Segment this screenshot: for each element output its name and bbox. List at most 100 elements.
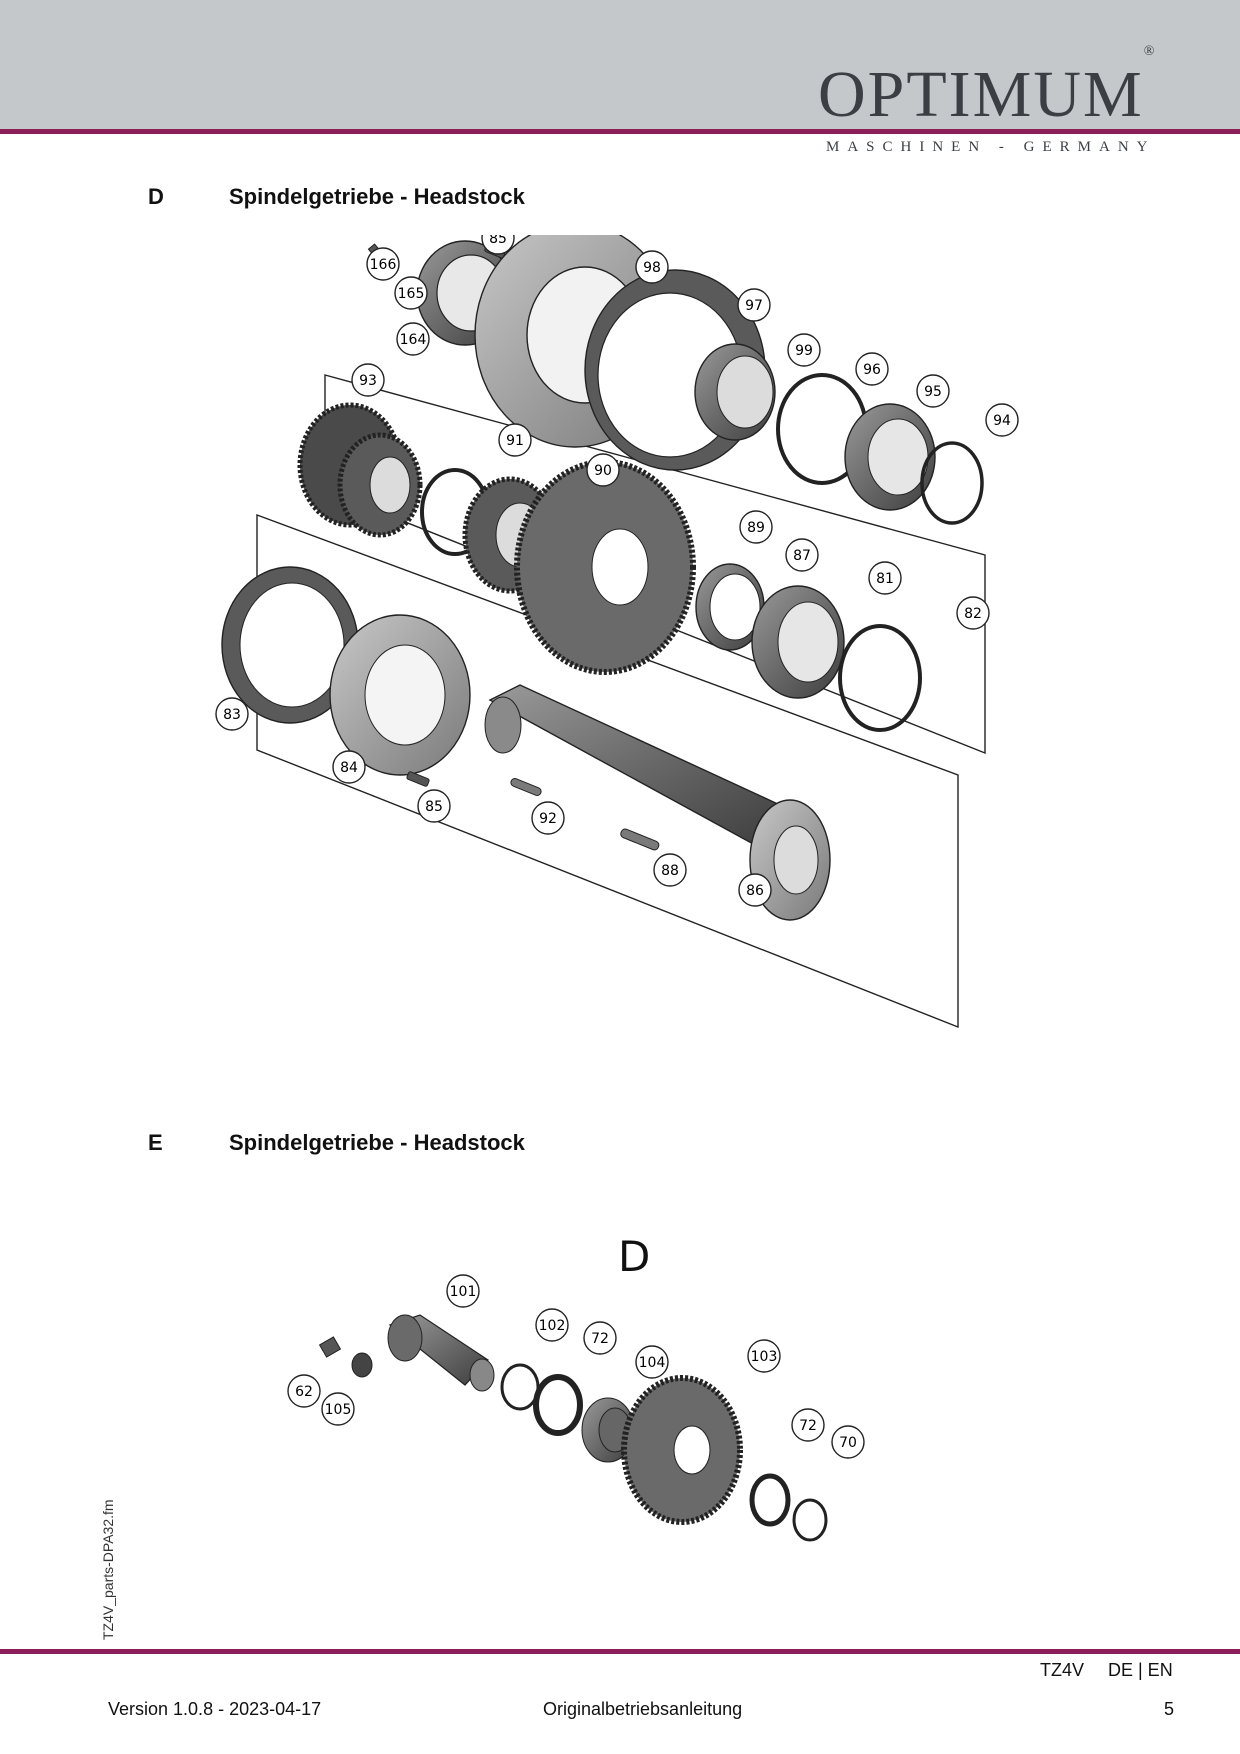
part-101-shaft — [387, 1314, 495, 1392]
callout-89: 89 — [739, 510, 773, 544]
footer-rule — [0, 1649, 1240, 1654]
callout-101: 101 — [446, 1274, 480, 1308]
svg-text:98: 98 — [643, 260, 661, 276]
header-band — [0, 0, 1240, 131]
footer-document-title: Originalbetriebsanleitung — [543, 1699, 743, 1719]
part-88-key — [620, 828, 660, 851]
figure-label-d: D — [618, 1235, 650, 1281]
callout-97: 97 — [737, 288, 771, 322]
side-filename: TZ4V_parts-DPA32.fm — [100, 1499, 116, 1640]
optimum-logo: OPTIMUM® — [818, 45, 1154, 128]
part-92-key — [510, 778, 542, 796]
headstock-exploded-drawing-e: D 101 102 72 104 103 62 105 72 70 — [287, 1235, 865, 1542]
svg-text:102: 102 — [539, 1318, 566, 1334]
svg-text:94: 94 — [993, 413, 1011, 429]
callout-88: 88 — [653, 853, 687, 887]
footer-languages: DE | EN — [1108, 1660, 1173, 1680]
section-e-letter: E — [148, 1130, 163, 1155]
svg-text:103: 103 — [751, 1349, 778, 1365]
part-105-washer — [351, 1352, 373, 1378]
svg-text:70: 70 — [839, 1435, 857, 1451]
callout-95: 95 — [916, 374, 950, 408]
callout-91: 91 — [498, 423, 532, 457]
logo-subtitle: MASCHINEN - GERMANY — [826, 139, 1156, 155]
section-e-title: Spindelgetriebe - Headstock — [229, 1130, 525, 1155]
callout-83: 83 — [215, 697, 249, 731]
callout-99: 99 — [787, 333, 821, 367]
callout-102: 102 — [535, 1308, 569, 1342]
svg-text:89: 89 — [747, 520, 765, 536]
callout-82: 82 — [956, 596, 990, 630]
svg-text:101: 101 — [450, 1284, 477, 1300]
part-83-gasket — [221, 566, 359, 724]
part-84-flange — [329, 614, 471, 776]
svg-text:72: 72 — [799, 1418, 817, 1434]
svg-text:164: 164 — [400, 332, 427, 348]
part-99-bearing-sleeve — [694, 343, 776, 441]
callout-72-right: 72 — [791, 1408, 825, 1442]
callout-165: 165 — [394, 276, 428, 310]
part-62-screw — [318, 1336, 342, 1358]
part-85-screw — [406, 771, 430, 787]
callout-85-bottom: 85 — [417, 789, 451, 823]
headstock-exploded-drawing-d: C 166 85 98 165 164 97 99 93 96 95 94 91… — [215, 235, 1019, 1029]
callout-94: 94 — [985, 403, 1019, 437]
callout-98: 98 — [635, 250, 669, 284]
svg-text:165: 165 — [398, 286, 425, 302]
part-72-ring-right — [749, 1473, 791, 1527]
svg-text:93: 93 — [359, 373, 377, 389]
header-rule — [0, 129, 1240, 134]
svg-text:99: 99 — [795, 343, 813, 359]
callout-93: 93 — [351, 363, 385, 397]
callout-166: 166 — [366, 247, 400, 281]
callout-85-top: 85 — [481, 235, 515, 255]
callout-70: 70 — [831, 1425, 865, 1459]
svg-text:85: 85 — [425, 799, 443, 815]
svg-text:104: 104 — [639, 1355, 666, 1371]
page-number: 5 — [1164, 1699, 1175, 1719]
part-103-gear — [621, 1375, 743, 1525]
svg-text:83: 83 — [223, 707, 241, 723]
svg-text:84: 84 — [340, 760, 358, 776]
part-104-bushing — [581, 1397, 635, 1463]
part-89-gear — [514, 459, 696, 675]
callout-92: 92 — [531, 801, 565, 835]
svg-text:97: 97 — [745, 298, 763, 314]
callout-104: 104 — [635, 1345, 669, 1379]
section-d-title: Spindelgetriebe - Headstock — [229, 184, 525, 209]
part-93-double-gear — [297, 402, 423, 538]
part-102-circlip — [500, 1363, 540, 1411]
svg-text:96: 96 — [863, 362, 881, 378]
svg-text:95: 95 — [924, 384, 942, 400]
logo-text: OPTIMUM — [818, 58, 1144, 131]
svg-text:88: 88 — [661, 863, 679, 879]
callout-84: 84 — [332, 750, 366, 784]
svg-text:105: 105 — [325, 1402, 352, 1418]
svg-text:86: 86 — [746, 883, 764, 899]
part-70-circlip — [792, 1498, 828, 1542]
callout-87: 87 — [785, 538, 819, 572]
logo-registered-mark: ® — [1143, 44, 1155, 59]
svg-text:87: 87 — [793, 548, 811, 564]
part-87-ring — [695, 563, 765, 651]
part-94-circlip — [920, 441, 984, 525]
svg-text:166: 166 — [370, 257, 397, 273]
callout-86: 86 — [738, 873, 772, 907]
callout-103: 103 — [747, 1339, 781, 1373]
svg-text:81: 81 — [876, 571, 894, 587]
callout-90: 90 — [586, 453, 620, 487]
svg-text:72: 72 — [591, 1331, 609, 1347]
callout-72-left: 72 — [583, 1321, 617, 1355]
svg-text:91: 91 — [506, 433, 524, 449]
footer-model: TZ4V — [1040, 1660, 1085, 1680]
part-95-bearing — [844, 403, 936, 511]
callout-96: 96 — [855, 352, 889, 386]
callout-62: 62 — [287, 1374, 321, 1408]
svg-text:82: 82 — [964, 606, 982, 622]
callout-164: 164 — [396, 322, 430, 356]
footer-version: Version 1.0.8 - 2023-04-17 — [108, 1699, 322, 1719]
svg-text:92: 92 — [539, 811, 557, 827]
part-86-spindle — [484, 684, 831, 921]
svg-text:90: 90 — [594, 463, 612, 479]
svg-text:62: 62 — [295, 1384, 313, 1400]
